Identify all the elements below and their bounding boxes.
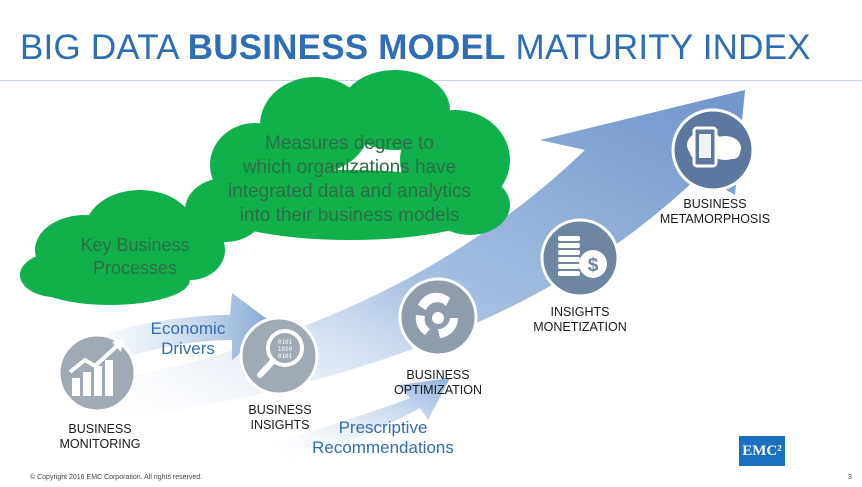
cloud-main-line-4: into their business models (239, 205, 460, 226)
economic-drivers-label: Economic Drivers (138, 319, 238, 359)
svg-text:0101: 0101 (278, 339, 293, 346)
small-cloud (20, 190, 225, 305)
stage-label-monetization: INSIGHTS MONETIZATION (520, 305, 640, 335)
stage-label-metamorphosis-line-1: BUSINESS (683, 197, 747, 211)
cloud-main-text: Measures degree to which organizations h… (207, 132, 492, 228)
stage-label-insights-line-1: BUSINESS (248, 403, 312, 417)
stage-label-monetization-line-2: MONETIZATION (533, 320, 627, 334)
insights-monetization-circle (540, 218, 620, 298)
copyright-text: © Copyright 2016 EMC Corporation. All ri… (30, 474, 203, 481)
cloud-tablet-icon (687, 126, 741, 168)
stage-label-metamorphosis-line-2: METAMORPHOSIS (659, 212, 771, 226)
stage-label-insights: BUSINESS INSIGHTS (225, 403, 335, 433)
growth-chart-icon (68, 340, 124, 396)
cloud-small-text: Key Business Processes (55, 234, 215, 280)
stage-label-monetization-line-1: INSIGHTS (550, 305, 610, 319)
prescriptive-line-1: Prescriptive (338, 418, 428, 437)
svg-text:1010: 1010 (278, 346, 293, 353)
cloud-main-line-1: Measures degree to (265, 133, 434, 154)
cloud-small-line-1: Key Business (80, 235, 190, 255)
prescriptive-arrow (270, 378, 450, 462)
prescriptive-line-2: Recommendations (312, 438, 454, 457)
stage-label-monitoring: BUSINESS MONITORING (40, 422, 160, 452)
stage-label-optimization: BUSINESS OPTIMIZATION (378, 368, 498, 398)
title-part-1: BIG DATA (20, 28, 188, 67)
economic-drivers-line-1: Economic (150, 319, 226, 338)
coins-dollar-icon: $ (558, 236, 607, 278)
emc-logo: EMC² (739, 436, 785, 466)
stage-label-insights-line-2: INSIGHTS (250, 418, 310, 432)
stage-label-optimization-line-1: BUSINESS (406, 368, 470, 382)
cloud-main-line-2: which organizations have (242, 157, 457, 178)
svg-text:$: $ (588, 255, 599, 276)
title-part-3: MATURITY INDEX (505, 28, 811, 67)
page-number: 3 (848, 474, 852, 481)
maturity-growth-arrow (110, 90, 745, 420)
title-part-2: BUSINESS MODEL (187, 28, 506, 67)
binary-magnifier-icon: 0101 1010 0101 (257, 329, 304, 378)
stage-label-monitoring-line-1: BUSINESS (68, 422, 132, 436)
main-cloud (185, 70, 510, 242)
stage-label-metamorphosis: BUSINESS METAMORPHOSIS (645, 197, 785, 227)
cloud-small-line-2: Processes (92, 258, 178, 278)
prescriptive-recommendations-label: Prescriptive Recommendations (298, 418, 468, 458)
svg-text:0101: 0101 (278, 353, 293, 360)
optimization-cycle-icon (415, 292, 459, 338)
economic-drivers-line-2: Drivers (161, 339, 215, 358)
page-title: BIG DATA BUSINESS MODEL MATURITY INDEX (20, 28, 811, 68)
stage-label-optimization-line-2: OPTIMIZATION (394, 383, 482, 397)
stage-label-monitoring-line-2: MONITORING (59, 437, 141, 451)
cloud-main-line-3: integrated data and analytics (228, 181, 471, 202)
